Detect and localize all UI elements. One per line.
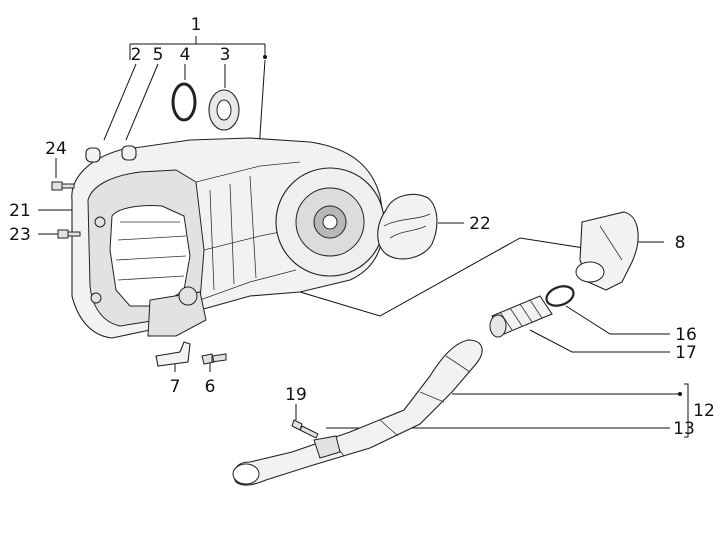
hose-clamp-16	[545, 285, 575, 307]
callout-17: 17	[675, 343, 697, 363]
bracket-1-dot	[263, 55, 267, 59]
dowel-pin-2	[85, 147, 101, 163]
callout-labels: 1 2 5 4 3 24 21 23 22 8 16 17 7 6 19 12 …	[9, 15, 715, 439]
cooling-duct-ribs	[329, 355, 471, 457]
boss-a	[94, 216, 106, 228]
bolt-6	[201, 353, 227, 365]
callout-2: 2	[131, 45, 142, 65]
bellows-pleats	[499, 299, 543, 331]
oil-seal-3-bore	[216, 99, 232, 121]
callout-6: 6	[205, 377, 216, 397]
clutch-bore	[322, 214, 338, 230]
leader-1	[258, 59, 266, 151]
leader-5	[125, 63, 159, 141]
callout-22: 22	[469, 214, 491, 234]
bracket-12	[684, 383, 689, 438]
transmission-cover	[71, 137, 385, 339]
callout-5: 5	[153, 45, 164, 65]
bracket-1	[129, 36, 266, 60]
cover-ribs	[115, 221, 187, 281]
badge-script-line	[383, 213, 431, 227]
leader-16	[565, 305, 670, 335]
spacer-bolt	[155, 341, 227, 367]
callout-21: 21	[9, 201, 31, 221]
callout-7: 7	[170, 377, 181, 397]
bellows-hose-17	[489, 295, 553, 338]
badge-script-line-2	[389, 225, 427, 239]
badge-cover-22	[377, 193, 438, 260]
screw-19-shape	[291, 419, 319, 439]
callout-23: 23	[9, 225, 31, 245]
dowel-pins	[85, 145, 137, 163]
callout-1: 1	[191, 15, 202, 35]
cover-window	[109, 205, 191, 307]
screw-19	[291, 419, 319, 439]
callout-16: 16	[675, 325, 697, 345]
housing-fins	[209, 175, 257, 291]
callout-19: 19	[285, 385, 307, 405]
cooling-duct-bracket	[313, 435, 341, 459]
seal-parts	[171, 82, 240, 131]
boss-c	[178, 286, 198, 306]
clamp-ring	[545, 285, 575, 307]
screw-24	[51, 181, 75, 191]
boss-b	[90, 292, 102, 304]
callout-4: 4	[180, 45, 191, 65]
leader-2	[103, 63, 137, 141]
badge-cover-shell	[377, 193, 438, 260]
air-duct-outlet	[575, 261, 605, 283]
callout-3: 3	[220, 45, 231, 65]
air-duct-edge	[599, 225, 623, 261]
callout-12: 12	[693, 401, 715, 421]
bracket-12-dot	[678, 392, 682, 396]
cooling-duct-body	[233, 339, 483, 486]
bellows-end	[489, 314, 507, 338]
screws	[51, 181, 81, 239]
circlip-4	[171, 82, 197, 122]
cooling-duct-mouth	[232, 463, 260, 485]
screw-23	[57, 229, 81, 239]
dowel-pin-5	[121, 145, 137, 161]
air-duct-8	[575, 211, 639, 291]
callout-24: 24	[45, 139, 67, 159]
cover-foot	[147, 291, 207, 337]
spacer-7	[155, 341, 191, 367]
callout-8: 8	[675, 233, 686, 253]
cooling-duct	[232, 339, 483, 486]
callout-13: 13	[673, 419, 695, 439]
leader-17	[529, 329, 670, 353]
